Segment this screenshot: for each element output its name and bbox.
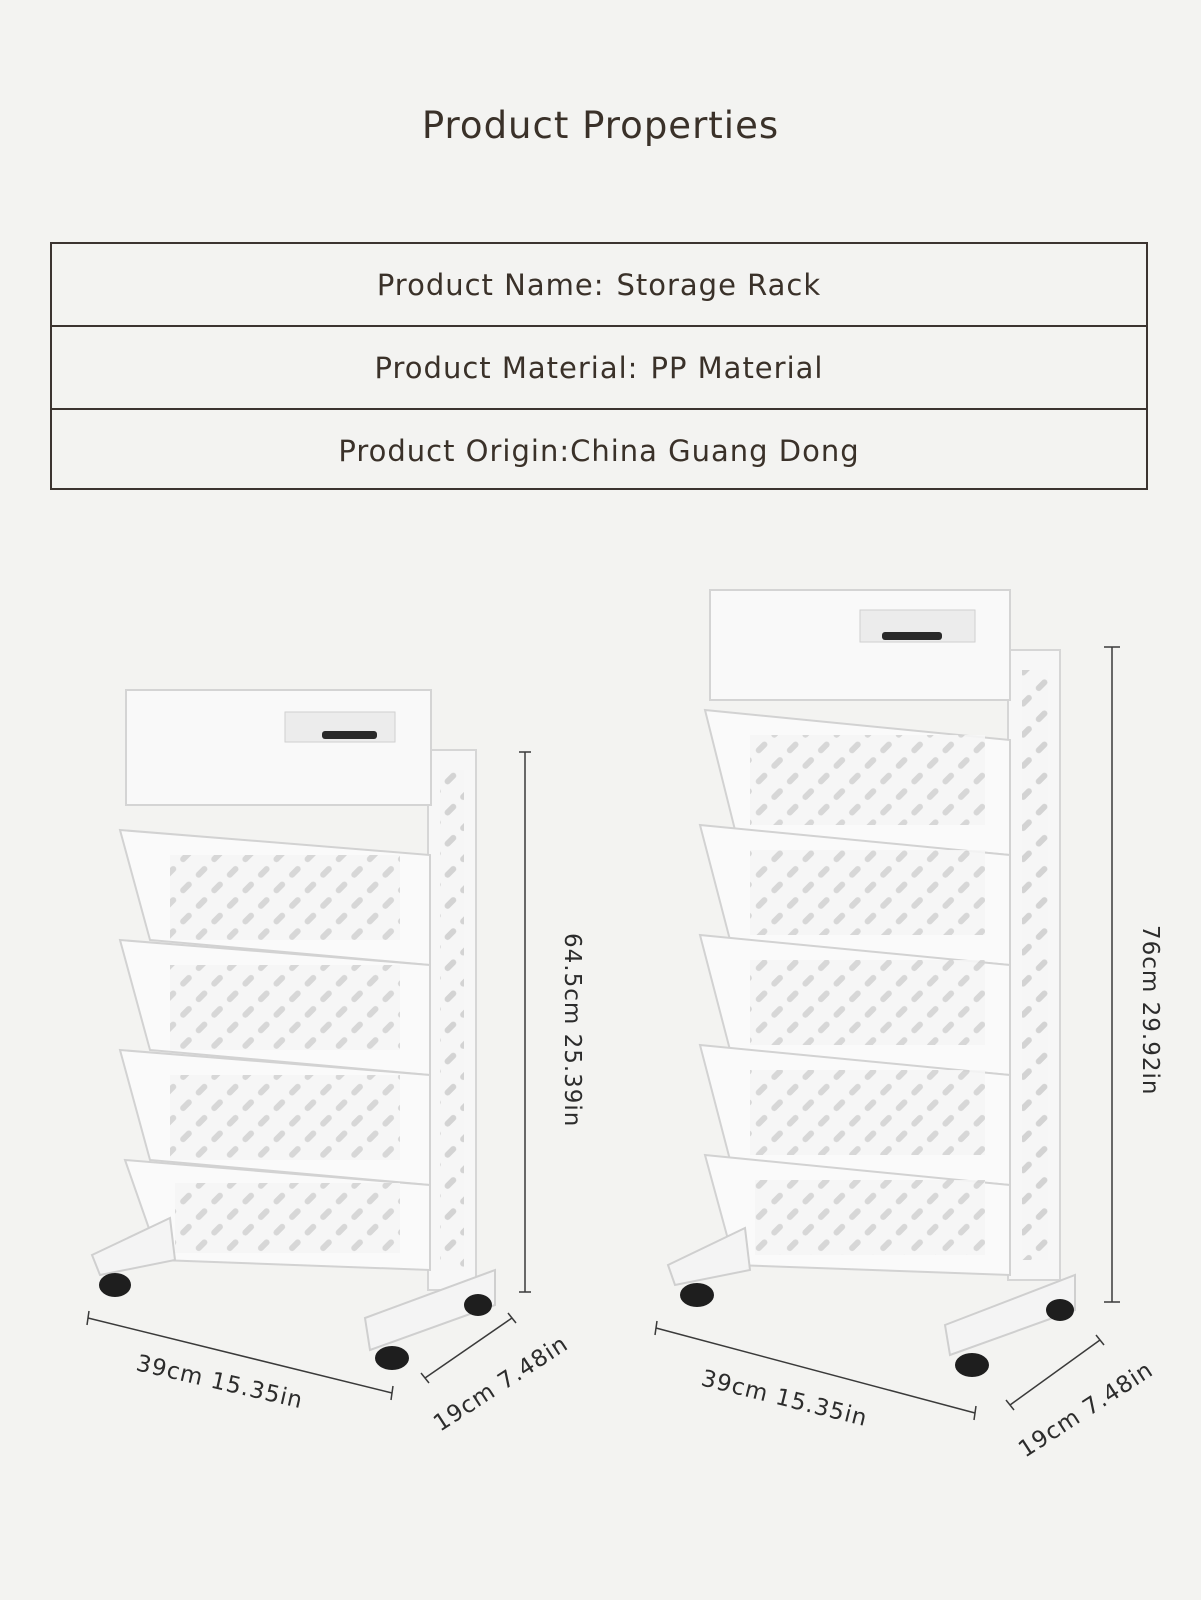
wheel [464, 1294, 492, 1316]
height-label-tall: 76cm 29.92in [1137, 925, 1163, 1095]
property-row-material: Product Material: PP Material [52, 327, 1146, 410]
wheel [955, 1353, 989, 1377]
wheel [680, 1283, 714, 1307]
dimension-lines-tall [654, 646, 1120, 1421]
property-row-name: Product Name: Storage Rack [52, 244, 1146, 327]
property-value: Storage Rack [616, 267, 822, 302]
dimension-lines-small [86, 751, 531, 1401]
wheel [1046, 1299, 1074, 1321]
property-label: Product Material: [374, 350, 639, 385]
page-title: Product Properties [421, 104, 780, 147]
wheel [375, 1346, 409, 1370]
height-label-small: 64.5cm 25.39in [559, 933, 585, 1127]
rack-tall-image [666, 589, 1076, 1377]
width-label-small: 39cm 15.35in [134, 1351, 306, 1415]
property-value: China Guang Dong [570, 434, 860, 468]
depth-label-tall: 19cm 7.48in [1014, 1357, 1158, 1463]
property-row-origin: Product Origin: China Guang Dong [52, 410, 1146, 492]
properties-table: Product Name: Storage Rack Product Mater… [50, 242, 1148, 490]
depth-label-small: 19cm 7.48in [429, 1331, 573, 1437]
width-label-tall: 39cm 15.35in [699, 1366, 871, 1432]
rack-small-image [90, 689, 496, 1370]
property-label: Product Origin: [338, 434, 571, 468]
property-label: Product Name: [376, 267, 605, 302]
property-value: PP Material [650, 350, 824, 385]
wheel [99, 1273, 131, 1297]
